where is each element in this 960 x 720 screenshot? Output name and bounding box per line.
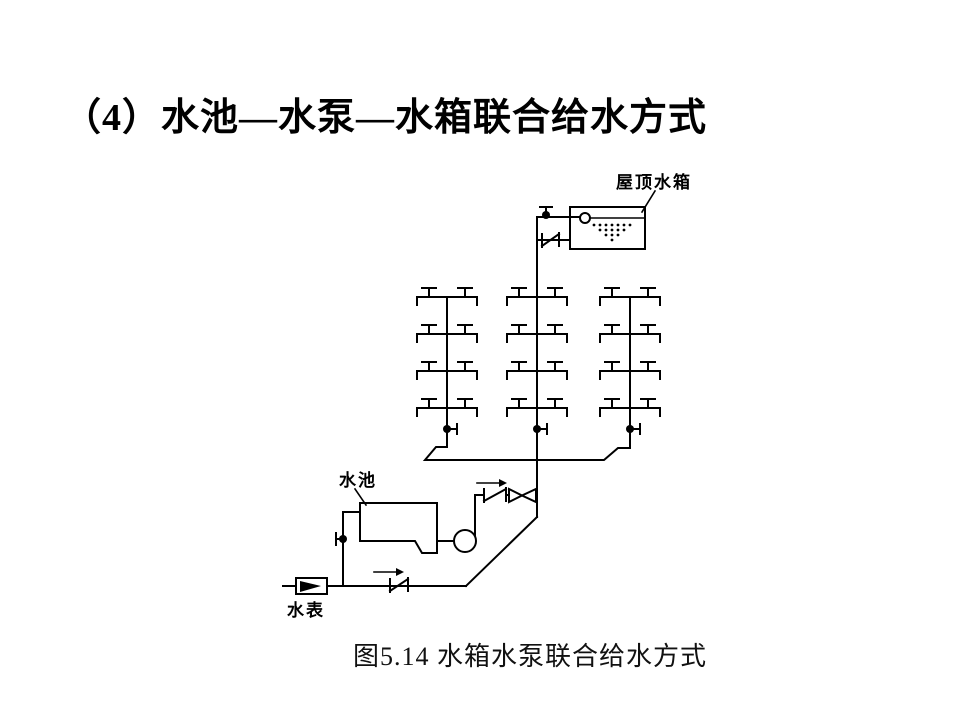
water-dot	[610, 223, 614, 227]
fixture-branch-pipe	[506, 407, 568, 417]
pump-discharge-pipe	[474, 494, 510, 536]
faucet-icon	[457, 361, 473, 372]
faucet-icon	[547, 361, 563, 372]
roof-tank	[569, 206, 646, 250]
direct-supply-diagonal-pipe	[464, 515, 539, 588]
slide-title: （4）水池—水泵—水箱联合给水方式	[63, 97, 708, 139]
fixture-branch-pipe	[599, 407, 661, 417]
fixture-branch-pipe	[599, 296, 661, 306]
riser-valve-icon	[633, 423, 641, 435]
water-dot	[616, 228, 620, 232]
distribution-main-pipe	[422, 446, 631, 461]
water-dots	[592, 223, 632, 242]
faucet-icon	[547, 324, 563, 335]
water-meter-icon	[295, 577, 328, 595]
pool-inlet-valve-icon	[335, 532, 347, 546]
water-dot	[610, 238, 614, 242]
faucet-icon	[421, 398, 437, 409]
riser-valve-icon	[540, 423, 548, 435]
fixture-branch-pipe	[416, 407, 478, 417]
riser-valve-icon	[443, 425, 451, 433]
tank-outlet-check-valve-icon	[536, 232, 571, 248]
water-dot	[622, 228, 626, 232]
float-valve-icon	[579, 212, 591, 224]
faucet-icon	[604, 324, 620, 335]
pool-inlet-pipe	[342, 511, 361, 587]
pool-label: 水池	[339, 470, 377, 490]
water-dot	[598, 223, 602, 227]
faucet-icon	[457, 398, 473, 409]
service-check-valve-icon	[373, 568, 410, 593]
faucet-icon	[547, 398, 563, 409]
roof-tank-leader-line	[640, 189, 657, 214]
water-dot	[616, 233, 620, 237]
pump-icon	[453, 529, 477, 553]
faucet-icon	[511, 361, 527, 372]
fixture-branch-pipe	[506, 333, 568, 343]
faucet-icon	[604, 287, 620, 298]
fixture-branch-pipe	[416, 333, 478, 343]
water-dot	[628, 223, 632, 227]
tank-inlet-valve-icon	[539, 206, 553, 219]
faucet-icon	[421, 287, 437, 298]
roof-tank-label: 屋顶水箱	[616, 172, 692, 192]
fixture-branch-pipe	[416, 296, 478, 306]
faucet-icon	[421, 361, 437, 372]
gate-valve-icon	[508, 487, 537, 504]
faucet-icon	[640, 361, 656, 372]
riser-valve-icon	[626, 425, 634, 433]
fixture-branch-pipe	[506, 296, 568, 306]
pool-leader-line	[353, 487, 368, 507]
faucet-icon	[457, 287, 473, 298]
riser-valve-icon	[450, 423, 458, 435]
water-dot	[610, 228, 614, 232]
faucet-icon	[604, 398, 620, 409]
pool-tank	[359, 502, 438, 554]
water-dot	[604, 228, 608, 232]
figure-caption: 图5.14 水箱水泵联合给水方式	[353, 642, 708, 671]
water-meter-label: 水表	[287, 600, 325, 620]
pump-check-valve-icon	[476, 479, 508, 503]
riser-valve-icon	[533, 425, 541, 433]
water-dot	[616, 223, 620, 227]
floor-fixtures	[416, 287, 661, 417]
fixture-branch-pipe	[416, 370, 478, 380]
faucet-icon	[640, 324, 656, 335]
faucet-icon	[511, 398, 527, 409]
faucet-icon	[604, 361, 620, 372]
faucet-icon	[511, 324, 527, 335]
faucet-icon	[640, 287, 656, 298]
faucet-icon	[511, 287, 527, 298]
water-dot	[604, 233, 608, 237]
faucet-icon	[457, 324, 473, 335]
water-dot	[592, 223, 596, 227]
riser-valves	[443, 423, 641, 435]
water-dot	[598, 228, 602, 232]
faucet-icon	[640, 398, 656, 409]
water-dot	[604, 223, 608, 227]
fixture-branch-pipe	[599, 333, 661, 343]
faucet-icon	[547, 287, 563, 298]
fixture-branch-pipe	[599, 370, 661, 380]
water-dot	[610, 233, 614, 237]
fixture-branch-pipe	[506, 370, 568, 380]
water-dot	[622, 223, 626, 227]
faucet-icon	[421, 324, 437, 335]
